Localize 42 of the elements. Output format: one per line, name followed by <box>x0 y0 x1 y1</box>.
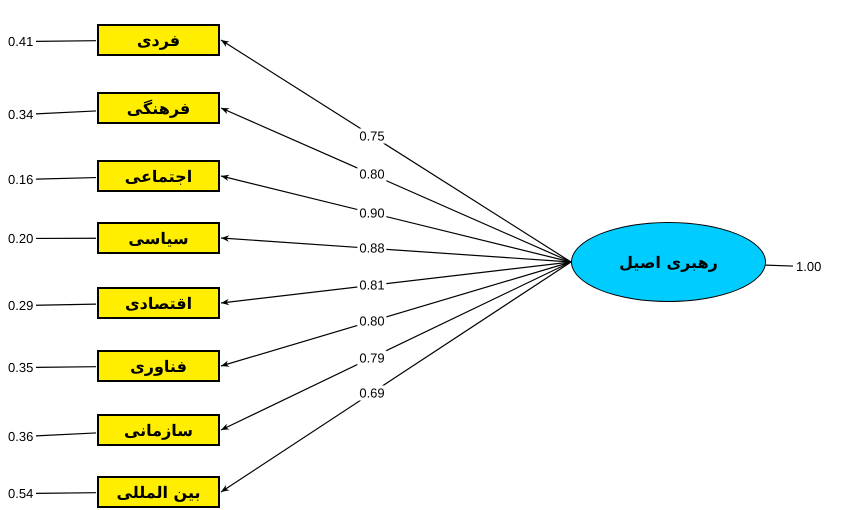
error-value: 0.34 <box>8 107 34 122</box>
arrow <box>220 40 572 262</box>
arrow <box>220 174 572 263</box>
connector-line <box>36 492 96 494</box>
connector-line <box>36 238 96 240</box>
error-value: 0.36 <box>8 429 34 444</box>
edge-label: 0.81 <box>357 278 387 293</box>
arrow <box>220 107 572 263</box>
variable-box: اجتماعی <box>97 160 220 192</box>
edge-label: 0.88 <box>357 240 387 256</box>
variable-box: سازمانی <box>97 414 220 446</box>
variable-box: سیاسی <box>97 222 220 254</box>
edge-label: 0.69 <box>357 385 387 400</box>
error-value: 0.54 <box>8 486 34 501</box>
error-value: 0.29 <box>8 298 34 313</box>
arrow <box>220 261 572 367</box>
error-value: 0.41 <box>8 34 34 49</box>
edge-label: 0.75 <box>357 128 387 144</box>
error-value: 1.00 <box>796 259 822 274</box>
connector-line <box>36 176 96 180</box>
variable-box: فرهنگی <box>97 92 220 124</box>
connector-line <box>36 432 96 436</box>
variable-box: فردی <box>97 24 220 56</box>
error-value: 0.35 <box>8 360 34 375</box>
edge-label: 0.79 <box>357 350 387 366</box>
variable-box: اقتصادی <box>97 287 220 319</box>
connector-line <box>36 40 96 42</box>
connector-line <box>36 366 96 368</box>
arrow <box>220 262 572 492</box>
variable-box: فناوری <box>97 350 220 382</box>
edge-label: 0.80 <box>357 166 387 182</box>
error-value: 0.20 <box>8 231 34 246</box>
arrow <box>220 261 572 306</box>
edge-label: 0.90 <box>357 206 387 221</box>
latent-ellipse: رهبری اصیل <box>571 222 766 302</box>
variable-box: بین المللی <box>97 476 220 508</box>
connector-line <box>766 264 794 267</box>
connector-line <box>36 110 96 114</box>
connector-line <box>36 304 96 306</box>
edge-label: 0.80 <box>357 314 387 329</box>
arrow <box>220 261 572 431</box>
error-value: 0.16 <box>8 172 34 187</box>
